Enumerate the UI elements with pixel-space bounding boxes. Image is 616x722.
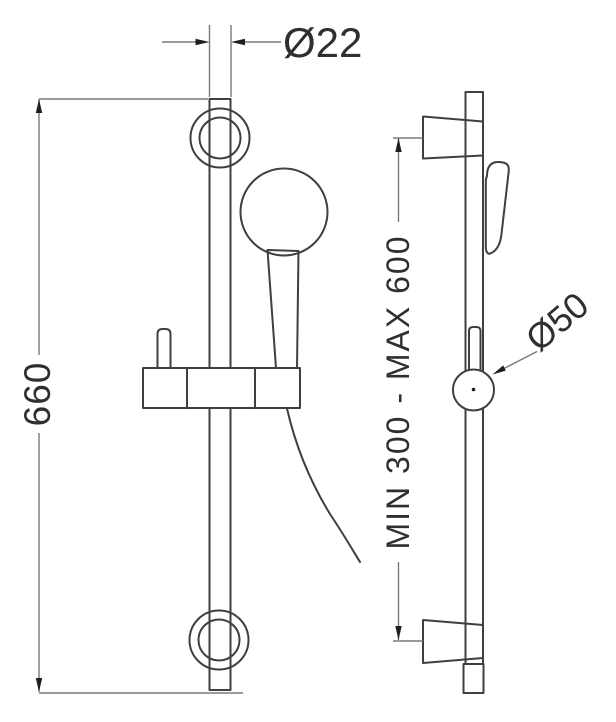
slider-knob-side	[452, 368, 495, 412]
slider-lever-side	[468, 326, 482, 370]
shower-head-front	[239, 167, 329, 257]
knob-diameter-label: Ø50	[518, 284, 596, 359]
arrowhead-diagonal-icon	[492, 365, 506, 375]
slider-body	[142, 367, 301, 409]
mount-range-label: MIN 300 - MAX 600	[380, 235, 416, 550]
dimension-tube-diameter: Ø22	[162, 19, 362, 97]
dimension-knob-diameter: Ø50	[492, 284, 596, 375]
front-view	[142, 98, 361, 691]
slider-lever-front	[156, 328, 172, 370]
slider-block-front	[142, 367, 301, 409]
dimension-mount-range: MIN 300 - MAX 600	[380, 137, 423, 642]
shower-hose	[286, 407, 361, 563]
wall-bracket-bottom-front	[188, 609, 250, 671]
shower-head-side	[484, 160, 510, 255]
arrowhead-up-icon	[395, 138, 402, 152]
wall-bracket-top-side	[422, 115, 484, 160]
wall-bracket-bottom-side	[422, 619, 484, 664]
bracket-outer-ring	[189, 107, 251, 169]
shower-handle-cone	[266, 249, 300, 369]
bracket-inner-ring	[197, 618, 241, 662]
arrowhead-down-icon	[395, 626, 402, 640]
rail-length-label: 660	[17, 362, 58, 427]
arrowhead-right-icon	[195, 38, 210, 46]
side-view	[422, 91, 510, 694]
knob-center-dot	[471, 387, 476, 392]
leader-line	[502, 350, 538, 370]
rail-end-cap-side	[462, 663, 485, 694]
bracket-inner-ring	[198, 116, 242, 160]
dimension-rail-length: 660	[17, 98, 243, 694]
arrowhead-down-icon	[35, 678, 43, 692]
arrowhead-up-icon	[35, 99, 43, 113]
arrowhead-left-icon	[231, 38, 245, 46]
wall-bracket-top-front	[189, 107, 251, 169]
tube-diameter-label: Ø22	[283, 19, 362, 66]
bracket-outer-ring	[188, 609, 250, 671]
